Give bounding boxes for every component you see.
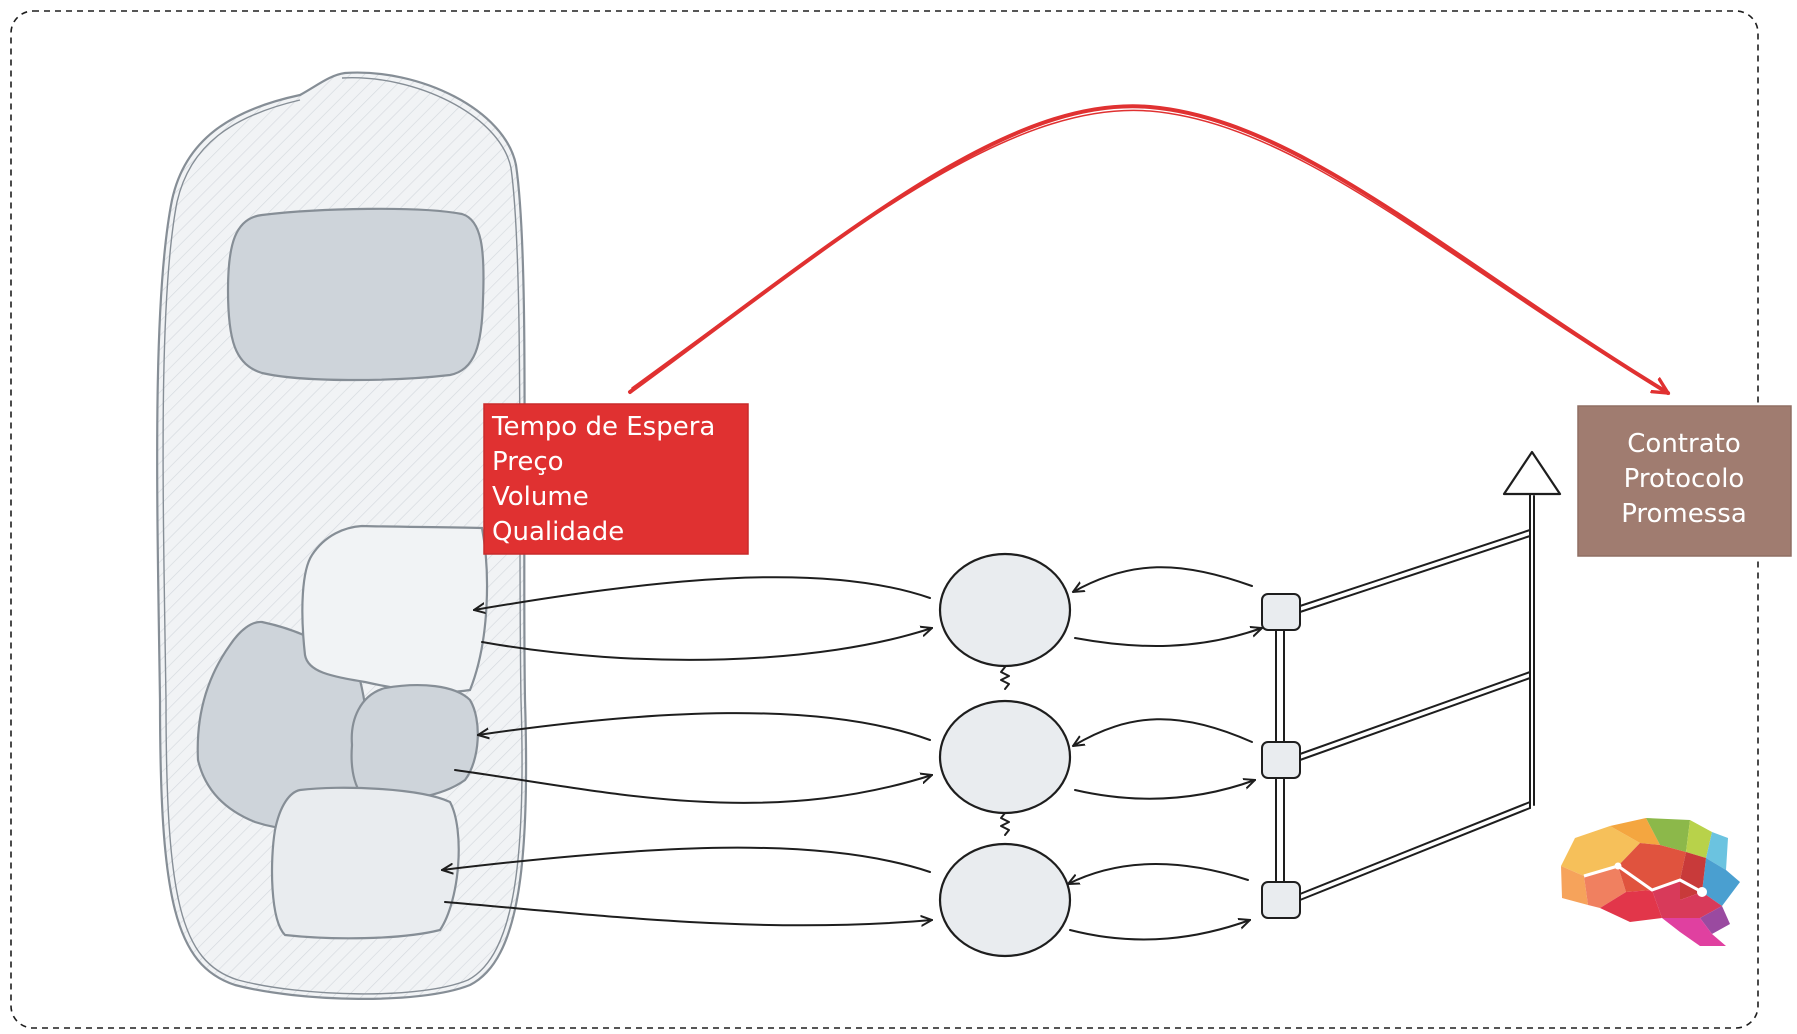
- red-box-line-1: Tempo de Espera: [491, 412, 715, 442]
- top-gray-block: [228, 209, 484, 380]
- hollow-triangle-icon: [1504, 452, 1560, 494]
- red-curved-arrow: [630, 106, 1668, 393]
- red-box-line-3: Volume: [492, 482, 589, 512]
- trunk-with-triangle: [1504, 452, 1560, 808]
- square-to-trunk-lines: [1300, 530, 1530, 900]
- bottom-light-block: [272, 788, 459, 939]
- small-square-1: [1262, 594, 1300, 630]
- red-box-line-2: Preço: [492, 447, 564, 477]
- red-box-line-4: Qualidade: [492, 517, 624, 547]
- node-circles: [940, 554, 1070, 956]
- middle-small-block: [352, 685, 478, 800]
- colorful-brain-logo: [1561, 818, 1740, 946]
- node-circle-3: [940, 844, 1070, 956]
- spring-connector-2: [1001, 813, 1009, 835]
- brown-box-line-3: Promessa: [1621, 499, 1747, 529]
- spring-connector-1: [1001, 667, 1009, 689]
- upper-light-block: [302, 526, 487, 692]
- brown-box-line-2: Protocolo: [1624, 464, 1745, 494]
- small-square-3: [1262, 882, 1300, 918]
- brown-box-line-1: Contrato: [1627, 429, 1740, 459]
- small-squares: [1262, 594, 1300, 918]
- small-square-2: [1262, 742, 1300, 778]
- node-circle-2: [940, 701, 1070, 813]
- node-circle-1: [940, 554, 1070, 666]
- brown-contract-box: Contrato Protocolo Promessa: [1578, 406, 1791, 556]
- circle-square-arrows: [1068, 567, 1262, 939]
- red-attributes-box: Tempo de Espera Preço Volume Qualidade: [484, 404, 748, 554]
